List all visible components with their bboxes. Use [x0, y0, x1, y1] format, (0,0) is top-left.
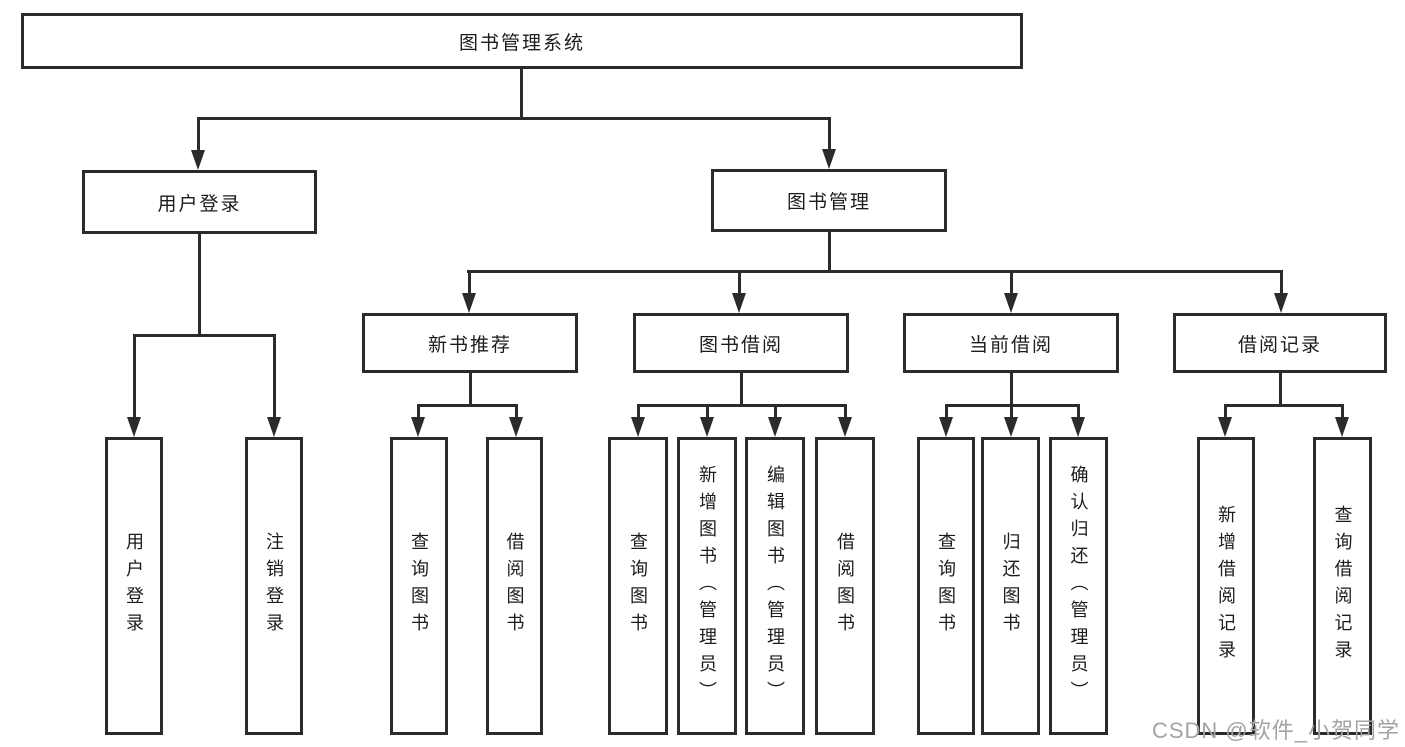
- arrowhead: [939, 417, 953, 437]
- node-book-borrow: 图书借阅: [633, 313, 849, 373]
- leaf-add-book-admin-label: 新增图书（管理员）: [697, 464, 717, 708]
- node-book-mgmt: 图书管理: [711, 169, 947, 232]
- arrowhead: [462, 293, 476, 313]
- connector-line: [1010, 373, 1013, 407]
- connector-line: [706, 404, 709, 420]
- connector-line: [198, 234, 201, 336]
- arrowhead: [267, 417, 281, 437]
- node-user-login-label: 用户登录: [157, 193, 242, 215]
- leaf-query-borrow-record: 查询借阅记录: [1313, 437, 1372, 735]
- arrowhead: [1004, 417, 1018, 437]
- connector-line: [844, 404, 847, 420]
- arrowhead: [732, 293, 746, 313]
- leaf-borrow-book-1: 借阅图书: [486, 437, 543, 735]
- connector-line: [467, 270, 1282, 273]
- arrowhead: [822, 149, 836, 169]
- leaf-query-book-3: 查询图书: [917, 437, 975, 735]
- connector-line: [515, 404, 518, 420]
- node-new-book-rec: 新书推荐: [362, 313, 578, 373]
- arrowhead: [127, 417, 141, 437]
- arrowhead: [1274, 293, 1288, 313]
- arrowhead: [838, 417, 852, 437]
- leaf-query-book-2-label: 查询图书: [628, 532, 648, 640]
- leaf-query-borrow-record-label: 查询借阅记录: [1332, 505, 1353, 667]
- connector-line: [828, 232, 831, 272]
- connector-line: [637, 404, 846, 407]
- leaf-borrow-book-1-label: 借阅图书: [504, 532, 525, 640]
- connector-line: [1280, 270, 1283, 296]
- connector-line: [417, 404, 518, 407]
- leaf-user-login: 用户登录: [105, 437, 163, 735]
- arrowhead: [509, 417, 523, 437]
- leaf-query-book-1: 查询图书: [390, 437, 448, 735]
- leaf-return-book-label: 归还图书: [1000, 532, 1021, 640]
- connector-line: [1341, 404, 1344, 420]
- arrowhead: [631, 417, 645, 437]
- connector-line: [1224, 404, 1344, 407]
- connector-line: [133, 334, 136, 420]
- connector-line: [738, 270, 741, 296]
- arrowhead: [1004, 293, 1018, 313]
- leaf-confirm-return-admin: 确认归还（管理员）: [1049, 437, 1108, 735]
- connector-line: [945, 404, 948, 420]
- node-borrow-record: 借阅记录: [1173, 313, 1387, 373]
- connector-line: [469, 373, 472, 407]
- arrowhead: [191, 150, 205, 170]
- leaf-add-borrow-record: 新增借阅记录: [1197, 437, 1255, 735]
- arrowhead: [700, 417, 714, 437]
- connector-line: [197, 117, 831, 120]
- node-book-borrow-label: 图书借阅: [698, 334, 783, 356]
- connector-line: [520, 69, 523, 118]
- arrowhead: [1218, 417, 1232, 437]
- leaf-borrow-book-2: 借阅图书: [815, 437, 875, 735]
- connector-line: [1010, 270, 1013, 296]
- arrowhead: [1335, 417, 1349, 437]
- leaf-user-login-label: 用户登录: [124, 532, 144, 640]
- connector-line: [468, 270, 471, 296]
- leaf-add-borrow-record-label: 新增借阅记录: [1216, 505, 1236, 667]
- arrowhead: [411, 417, 425, 437]
- leaf-edit-book-admin: 编辑图书（管理员）: [745, 437, 805, 735]
- connector-line: [637, 404, 640, 420]
- watermark-text: CSDN @软件_小贺同学: [1151, 718, 1400, 743]
- connector-line: [1010, 404, 1013, 420]
- arrowhead: [768, 417, 782, 437]
- node-root: 图书管理系统: [21, 13, 1023, 69]
- leaf-query-book-2: 查询图书: [608, 437, 668, 735]
- connector-line: [828, 117, 831, 153]
- leaf-add-book-admin: 新增图书（管理员）: [677, 437, 737, 735]
- leaf-query-book-1-label: 查询图书: [409, 532, 429, 640]
- connector-line: [417, 404, 420, 420]
- node-root-label: 图书管理系统: [458, 32, 585, 54]
- leaf-logout-label: 注销登录: [264, 532, 284, 640]
- connector-line: [774, 404, 777, 420]
- node-current-borrow: 当前借阅: [903, 313, 1119, 373]
- connector-line: [197, 117, 200, 153]
- node-new-book-rec-label: 新书推荐: [427, 334, 512, 356]
- leaf-query-book-3-label: 查询图书: [936, 532, 956, 640]
- leaf-return-book: 归还图书: [981, 437, 1040, 735]
- leaf-confirm-return-admin-label: 确认归还（管理员）: [1068, 464, 1089, 708]
- node-borrow-record-label: 借阅记录: [1237, 334, 1322, 356]
- connector-line: [1224, 404, 1227, 420]
- node-user-login: 用户登录: [82, 170, 317, 234]
- leaf-logout: 注销登录: [245, 437, 303, 735]
- node-book-mgmt-label: 图书管理: [786, 192, 871, 213]
- connector-line: [1077, 404, 1080, 420]
- connector-line: [740, 373, 743, 407]
- leaf-borrow-book-2-label: 借阅图书: [835, 532, 855, 640]
- leaf-edit-book-admin-label: 编辑图书（管理员）: [765, 464, 785, 708]
- arrowhead: [1071, 417, 1085, 437]
- connector-line: [273, 334, 276, 420]
- connector-line: [133, 334, 276, 337]
- connector-line: [1279, 373, 1282, 407]
- node-current-borrow-label: 当前借阅: [968, 334, 1053, 356]
